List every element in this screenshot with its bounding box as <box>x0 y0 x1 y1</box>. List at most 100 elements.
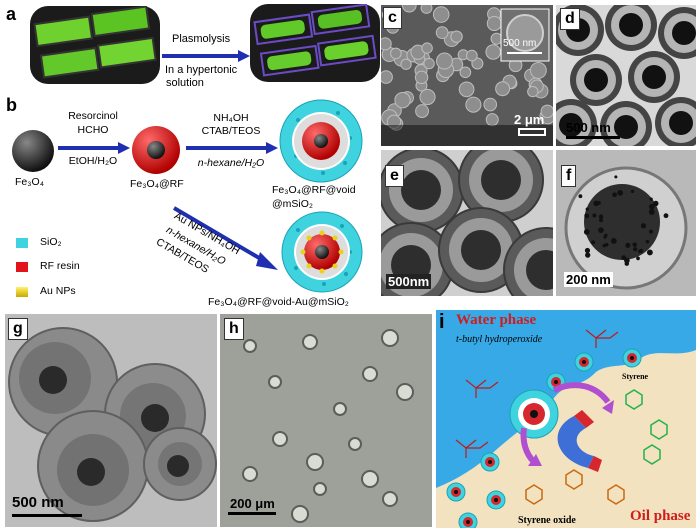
step2-reagent-3: n-hexane/H₂O <box>197 157 265 169</box>
texture-dot <box>630 356 634 360</box>
legend-au-label: Au NPs <box>40 285 76 297</box>
texture-dot <box>596 200 601 205</box>
legend-sio2-swatch <box>16 238 28 248</box>
texture-dot <box>243 339 257 353</box>
panel-label-i: i <box>439 311 445 333</box>
texture-dot <box>559 113 583 137</box>
solution-label: solution <box>166 77 204 89</box>
texture-dot <box>530 410 538 418</box>
texture-dot <box>436 52 453 70</box>
tem-image-e <box>381 150 553 296</box>
scale-label-f: 200 nm <box>564 272 613 287</box>
texture-dot <box>490 32 503 45</box>
legend-rf-swatch <box>16 262 28 272</box>
texture-dot <box>584 68 608 92</box>
texture-dot <box>291 505 309 523</box>
texture-dot <box>396 383 414 401</box>
texture-dot <box>649 203 655 210</box>
texture-dot <box>584 213 590 219</box>
texture-dot <box>612 192 617 198</box>
panel-label-d: d <box>560 8 580 30</box>
scale-label-g: 500 nm <box>12 494 64 511</box>
panel-label-b: b <box>6 95 17 115</box>
yolk-shell-particle <box>279 99 363 183</box>
texture-dot <box>584 247 591 254</box>
texture-dot <box>465 49 478 62</box>
texture-dot <box>268 375 282 389</box>
texture-dot <box>485 113 499 127</box>
texture-dot <box>481 160 521 200</box>
scale-bar-h <box>228 512 276 515</box>
oil-phase-label: Oil phase <box>630 508 691 524</box>
texture-dot <box>420 5 433 14</box>
step2-reagent-1: NH₄OH <box>213 112 249 124</box>
texture-dot <box>554 380 558 384</box>
tem-image-f <box>556 150 696 296</box>
texture-dot <box>401 5 417 13</box>
yolk-shell-label-1: Fe₃O₄@RF@void <box>272 184 356 196</box>
texture-dot <box>394 91 411 109</box>
step1-reagent-2: HCHO <box>77 124 109 136</box>
synthesis-arrow-2 <box>186 142 278 154</box>
texture-dot <box>450 30 463 43</box>
step1-reagent-3: EtOH/H₂O <box>68 155 118 167</box>
scale-bar-c <box>518 128 546 136</box>
texture-dot <box>381 329 399 347</box>
texture-dot <box>642 65 666 89</box>
legend-sio2-label: SiO₂ <box>40 236 62 248</box>
texture-dot <box>381 37 392 51</box>
texture-dot <box>333 402 347 416</box>
texture-dot <box>465 96 482 113</box>
texture-dot <box>527 85 539 98</box>
texture-dot <box>313 482 327 496</box>
fe3o4-particle <box>12 130 54 172</box>
synthesis-arrow-1 <box>58 142 130 154</box>
texture-dot <box>390 47 402 60</box>
tem-image-g <box>5 314 217 527</box>
texture-dot <box>648 229 654 234</box>
scale-bar-g <box>12 514 82 517</box>
texture-dot <box>633 247 638 252</box>
texture-dot <box>458 81 475 98</box>
texture-dot <box>598 227 604 233</box>
step1-reagent-1: Resorcinol <box>68 110 118 122</box>
texture-dot <box>306 453 324 471</box>
texture-dot <box>494 498 498 502</box>
texture-dot <box>625 242 631 248</box>
scale-label-c-inset: 500 nm <box>503 38 537 49</box>
scale-label-d: 500 nm <box>566 120 611 135</box>
fe3o4-rf-particle <box>132 126 180 174</box>
texture-dot <box>639 248 644 253</box>
texture-dot <box>632 242 638 247</box>
texture-dot <box>640 223 647 229</box>
texture-dot <box>583 229 590 235</box>
texture-dot <box>401 170 441 210</box>
tbhp-label: t-butyl hydroperoxide <box>456 334 543 345</box>
texture-dot <box>461 230 501 270</box>
texture-dot <box>466 520 470 524</box>
panel-label-a: a <box>6 4 17 24</box>
texture-dot <box>272 431 288 447</box>
panel-label-f: f <box>561 165 577 187</box>
texture-dot <box>381 70 393 84</box>
scale-label-h: 200 μm <box>230 496 275 511</box>
texture-dot <box>348 437 362 451</box>
texture-dot <box>415 104 429 119</box>
texture-dot <box>361 470 379 488</box>
styrene-oxide-label: Styrene oxide <box>518 515 576 526</box>
texture-dot <box>621 255 626 260</box>
texture-dot <box>454 490 458 494</box>
panel-label-c: c <box>383 7 402 29</box>
plant-cells-plasmolyzed-image <box>250 4 380 82</box>
texture-dot <box>483 97 498 112</box>
scale-bar-d <box>566 136 620 139</box>
texture-dot <box>486 15 502 32</box>
texture-dot <box>585 207 589 211</box>
texture-dot <box>529 61 547 79</box>
hypertonic-label: In a hypertonic <box>165 64 238 76</box>
texture-dot <box>488 460 492 464</box>
texture-dot <box>614 115 638 139</box>
plasmolysis-arrow <box>162 50 250 62</box>
legend-au-swatch <box>16 287 28 297</box>
texture-dot <box>603 235 607 239</box>
